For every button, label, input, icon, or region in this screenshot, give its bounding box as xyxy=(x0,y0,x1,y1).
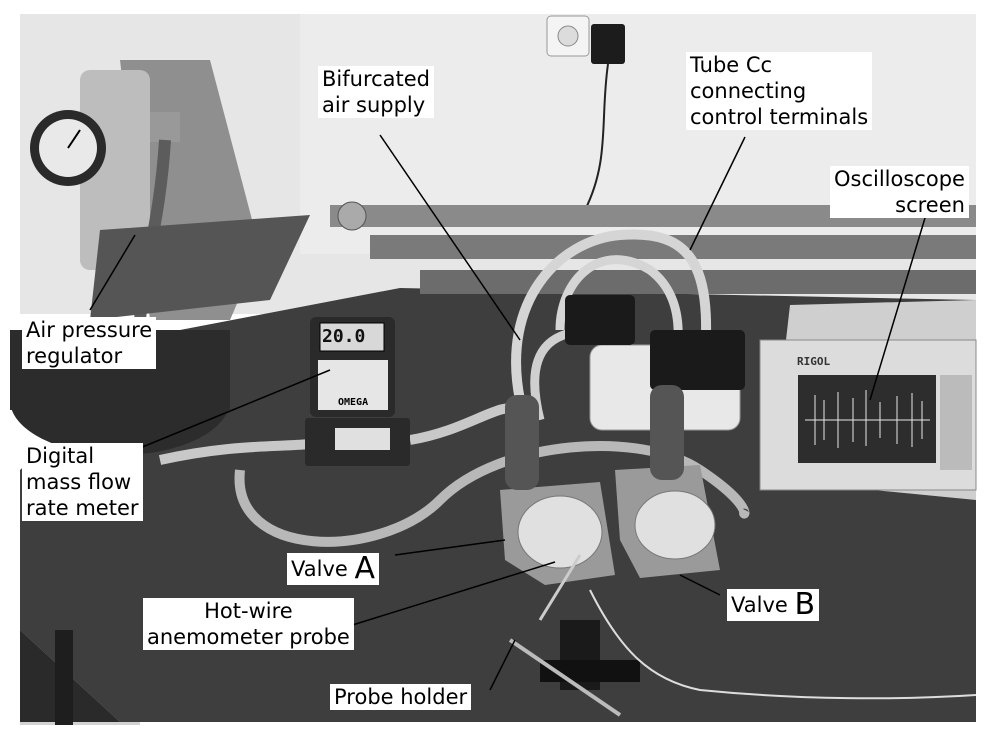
outlet-socket xyxy=(557,25,579,47)
meter-display-value: 20.0 xyxy=(322,326,366,347)
probe-stem xyxy=(538,554,582,621)
tube-bifurcation-a xyxy=(511,229,712,401)
pipe-flange xyxy=(337,201,367,231)
adapter-cable xyxy=(584,63,609,211)
valve-b-disc xyxy=(634,490,716,560)
table-leg xyxy=(55,630,73,725)
label-line: Tube Cc xyxy=(690,53,773,77)
valve-b-cylinder xyxy=(650,385,684,480)
oscilloscope-brand-label: RIGOL xyxy=(797,355,831,368)
power-adapter xyxy=(591,24,625,64)
gauge-needle xyxy=(67,129,81,149)
label-line: Air pressure xyxy=(26,318,153,342)
adapter-2 xyxy=(650,330,745,390)
label-line: connecting xyxy=(690,79,807,103)
label-line: Bifurcated xyxy=(322,67,431,91)
label-letter: A xyxy=(354,551,376,586)
regulator-base-plate xyxy=(90,215,310,320)
oscilloscope-trace xyxy=(805,390,930,448)
label-digital-mass-flow-rate-meter: Digital mass flow rate meter xyxy=(22,443,143,521)
label-valve-b: Valve B xyxy=(727,587,820,622)
label-line: rate meter xyxy=(26,496,139,520)
label-line: air supply xyxy=(322,93,426,117)
meter-display xyxy=(319,322,385,352)
label-letter: B xyxy=(794,587,816,622)
label-line: Oscilloscope xyxy=(834,167,965,191)
label-tube-cc: Tube Cc connecting control terminals xyxy=(686,52,873,130)
label-probe-holder: Probe holder xyxy=(330,684,472,710)
leader-lines xyxy=(89,134,926,691)
label-bifurcated-air-supply: Bifurcated air supply xyxy=(318,66,435,118)
oscilloscope-buttons xyxy=(940,375,972,470)
label-line: Probe holder xyxy=(334,685,468,709)
regulator-fitting xyxy=(150,112,180,142)
regulator-body xyxy=(80,70,150,270)
pipe-1 xyxy=(330,205,976,227)
meter-label-plate xyxy=(318,360,388,410)
label-oscilloscope-screen: Oscilloscope screen xyxy=(830,166,969,218)
label-valve-a: Valve A xyxy=(287,551,380,586)
label-hot-wire-probe: Hot-wire anemometer probe xyxy=(143,598,354,650)
label-line: control terminals xyxy=(690,105,869,129)
oscilloscope-screen xyxy=(798,375,936,463)
label-line: anemometer probe xyxy=(147,625,350,649)
label-air-pressure-regulator: Air pressure regulator xyxy=(22,317,157,369)
label-line: screen xyxy=(895,193,965,217)
meter-brand-label: OMEGA xyxy=(338,397,369,408)
adapter-1 xyxy=(565,295,635,345)
label-line: Hot-wire xyxy=(204,599,293,623)
valve-a-cylinder xyxy=(505,395,539,490)
probe-holder-arm xyxy=(508,638,622,717)
probe-cable xyxy=(589,589,977,700)
label-line: mass flow xyxy=(26,470,132,494)
label-word: Valve xyxy=(731,593,788,617)
valve-a-disc xyxy=(517,495,603,569)
label-line: regulator xyxy=(26,344,123,368)
label-word: Valve xyxy=(291,557,348,581)
label-line: Digital xyxy=(26,444,95,468)
meter-body-label xyxy=(335,428,390,450)
